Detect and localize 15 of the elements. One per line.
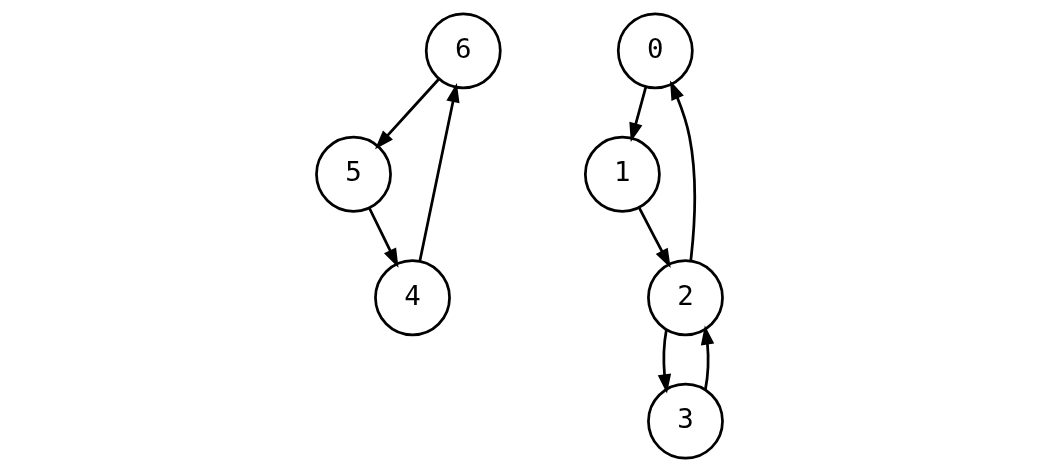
node-circle: 0 — [616, 12, 694, 90]
arrow — [418, 83, 459, 262]
node-circle: 3 — [646, 382, 724, 460]
node-circle: 2 — [646, 259, 724, 337]
arrow — [637, 207, 671, 268]
arrow — [367, 207, 398, 268]
arrow — [374, 78, 440, 150]
node-circle: 4 — [373, 259, 451, 337]
node-circle: 6 — [424, 12, 502, 90]
arrow — [700, 325, 714, 391]
arrow — [669, 80, 696, 261]
arrow — [657, 329, 671, 394]
node-circle: 5 — [314, 135, 392, 213]
arrow — [628, 86, 647, 143]
node-circle: 1 — [583, 135, 661, 213]
